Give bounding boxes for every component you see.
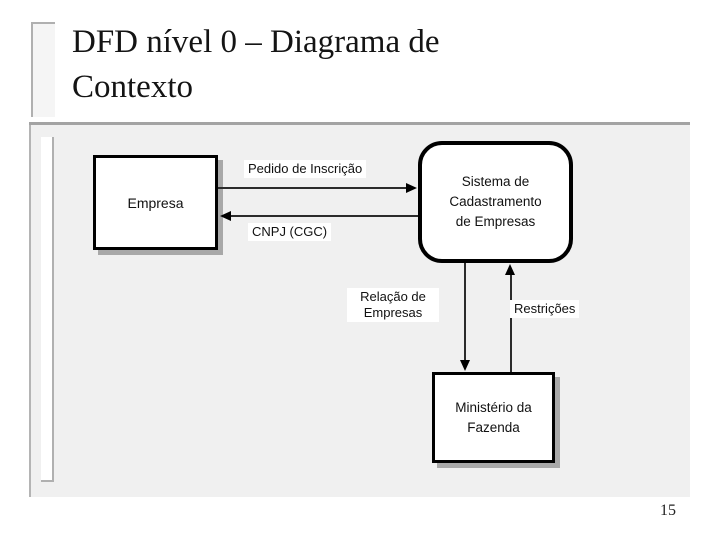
page-title: DFD nível 0 – Diagrama de Contexto (72, 20, 632, 110)
flow-line-pedido (218, 187, 407, 189)
flow-line-relacao (464, 263, 466, 361)
flow-arrowhead-up-icon (505, 264, 515, 275)
flow-line-restricoes (510, 275, 512, 372)
entity-ministerio-label: Ministério da Fazenda (455, 399, 532, 435)
flow-label-relacao: Relação de Empresas (347, 288, 439, 322)
flow-arrowhead-right-icon (406, 183, 417, 193)
page-title-line1: DFD nível 0 – Diagrama de (72, 24, 440, 60)
process-box-sistema: Sistema de Cadastramento de Empresas (418, 141, 573, 263)
process-sistema-label: Sistema de Cadastramento de Empresas (449, 174, 542, 229)
flow-arrowhead-left-icon (220, 211, 231, 221)
page-number: 15 (660, 502, 676, 519)
flow-arrowhead-down-icon (460, 360, 470, 371)
entity-empresa-label: Empresa (127, 194, 184, 211)
content-top-rule (29, 122, 690, 125)
entity-box-empresa: Empresa (93, 155, 218, 250)
page-title-line2: Contexto (72, 69, 193, 105)
sidebar-stripe-decoration (41, 137, 54, 482)
flow-label-pedido: Pedido de Inscrição (244, 160, 367, 178)
title-tab-decoration (31, 22, 55, 117)
flow-label-cnpj: CNPJ (CGC) (248, 223, 332, 241)
entity-box-ministerio: Ministério da Fazenda (432, 372, 555, 463)
flow-line-cnpj (231, 215, 418, 217)
flow-label-restricoes: Restrições (510, 300, 580, 318)
